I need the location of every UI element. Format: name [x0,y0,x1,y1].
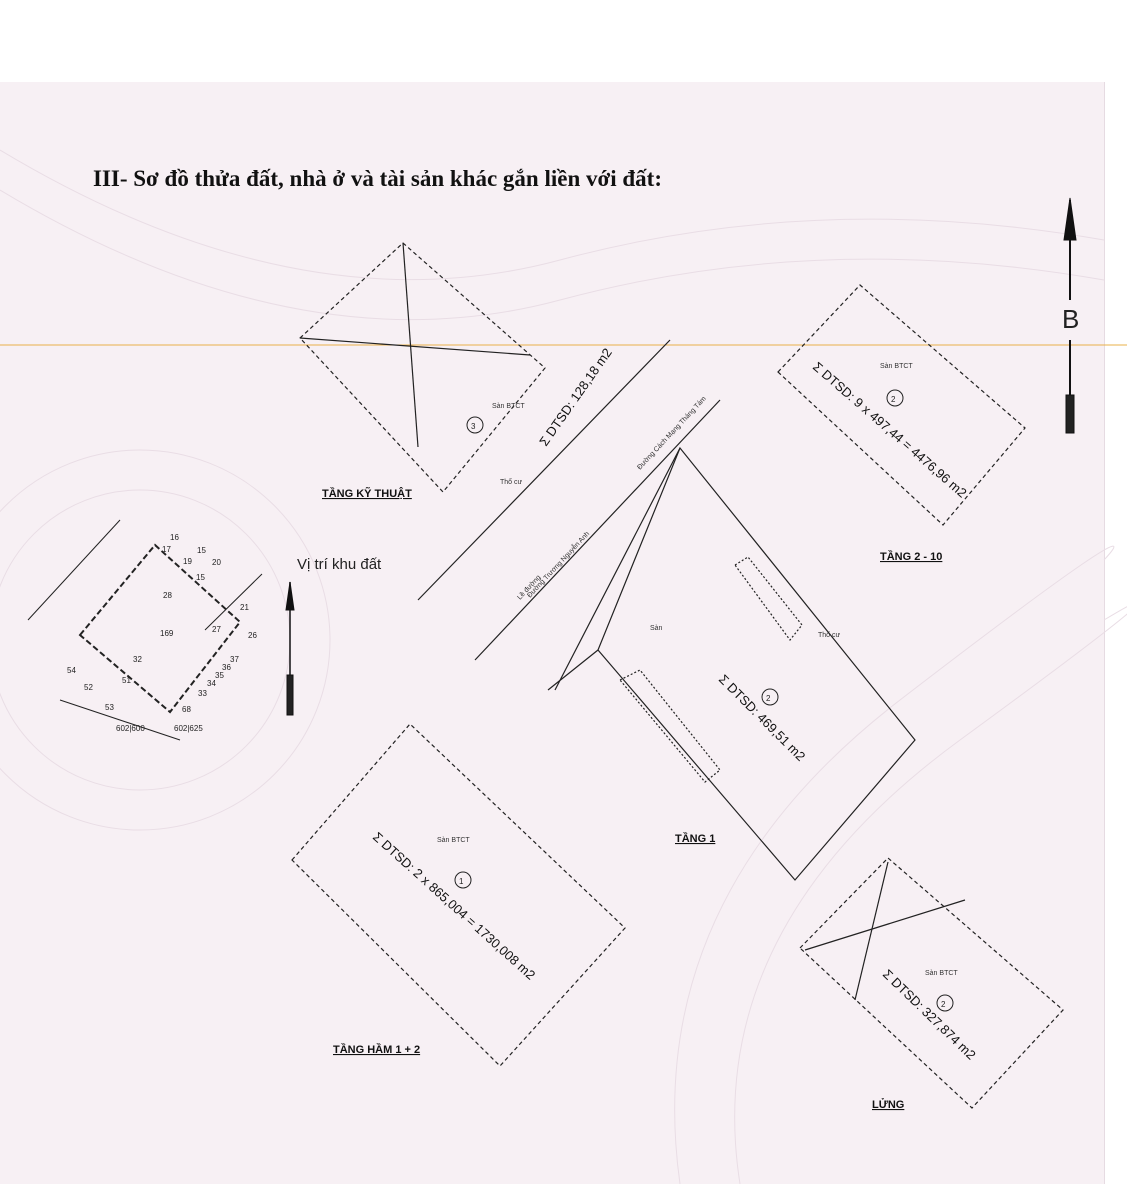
floor-1-labels: 2 Sàn Thổ cư Σ DTSD: 469,51 m2 TẦNG 1 [650,625,841,845]
location-inset [27,519,263,741]
area-text: Σ DTSD: 128,18 m2 [536,345,615,448]
circle-number: 1 [459,877,464,886]
floor-ky-thuat [299,242,546,493]
area-text: Σ DTSD: 2 x 865,004 = 1730,008 m2 [370,829,538,983]
location-numbers: 16 17 15 20 19 15 28 21 27 26 169 32 37 … [67,533,257,733]
parcel-number: 16 [170,533,179,542]
floor-2-10-labels: 2 Sàn BTCT Σ DTSD: 9 x 497,44 = 4476,96 … [810,359,970,563]
floor-ky-thuat-labels: 3 Sàn BTCT TẦNG KỸ THUẬT Σ DTSD: 128,18 … [322,345,615,500]
floor-name: TẦNG 2 - 10 [880,550,942,563]
parcel-number: 26 [248,631,257,640]
parcel-number: 28 [163,591,172,600]
floor-2-10 [777,284,1026,526]
parcel-number: 32 [133,655,142,664]
parcel-number: 21 [240,603,249,612]
floor-label: Sàn BTCT [437,837,470,844]
floor-name: TẦNG KỸ THUẬT [322,487,412,500]
parcel-number: 35 [215,671,224,680]
floor-lung [799,857,1064,1109]
parcel-number: 17 [162,545,171,554]
floor-1 [547,446,916,881]
street-road3: Đường Cách Mạng Tháng Tám [636,395,708,471]
inset-north-arrow [285,581,295,716]
residential-label: Thổ cư [818,631,841,639]
floor-label: Sàn [650,625,663,632]
parcel-number: 68 [182,705,191,714]
parcel-number: 53 [105,703,114,712]
floor-name: TẦNG 1 [675,832,715,845]
section-title: III- Sơ đồ thửa đất, nhà ở và tài sản kh… [93,166,662,191]
sheet-ref-1: 602|600 [116,724,145,733]
location-label: Vị trí khu đất [297,556,382,573]
floor-ham-labels: 1 Sàn BTCT Σ DTSD: 2 x 865,004 = 1730,00… [333,829,538,1056]
parcel-number: 169 [160,629,174,638]
circle-number: 2 [941,1000,946,1009]
certificate-sheet [0,82,1105,1184]
parcel-number: 36 [222,663,231,672]
sheet-ref-2: 602|625 [174,724,203,733]
parcel-number: 33 [198,689,207,698]
floor-label: Sàn BTCT [880,363,913,370]
circle-number: 2 [766,694,771,703]
area-text: Σ DTSD: 327,874 m2 [880,966,979,1062]
parcel-number: 19 [183,557,192,566]
floor-name: TẦNG HẦM 1 + 2 [333,1043,420,1056]
parcel-number: 54 [67,666,76,675]
parcel-number: 37 [230,655,239,664]
north-arrow [1063,197,1077,434]
parcel-number: 20 [212,558,221,567]
floor-lung-labels: 2 Sàn BTCT Σ DTSD: 327,874 m2 LỬNG [872,966,979,1111]
street-road2: Đường Trương Nguyễn Anh [525,529,591,599]
floor-label: Sàn BTCT [492,403,525,410]
residential-label: Thổ cư [500,478,523,486]
parcel-number: 52 [84,683,93,692]
circle-number: 3 [471,422,476,431]
parcel-number: 15 [196,573,205,582]
area-text: Σ DTSD: 9 x 497,44 = 4476,96 m2 [810,359,970,501]
floor-label: Sàn BTCT [925,970,958,977]
parcel-number: 34 [207,679,216,688]
area-text: Σ DTSD: 469,51 m2 [716,672,808,764]
parcel-number: 51 [122,676,131,685]
parcel-number: 15 [197,546,206,555]
circle-number: 2 [891,395,896,404]
parcel-number: 27 [212,625,221,634]
background-pattern [0,149,1127,1184]
streets [417,339,721,691]
north-label: B [1062,304,1079,334]
floor-name: LỬNG [872,1098,904,1111]
floor-ham [291,723,626,1067]
